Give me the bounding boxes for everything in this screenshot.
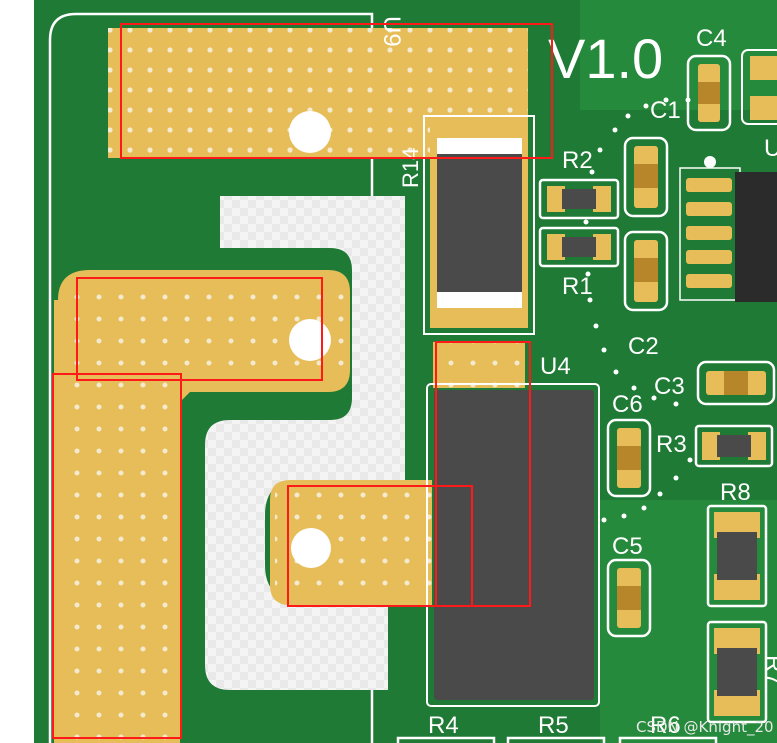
capacitor-c5: [606, 558, 652, 638]
label-r7: R7: [760, 655, 777, 686]
resistor-r2: [538, 178, 620, 220]
highlight-annotations: [52, 23, 553, 739]
board-outline: [48, 12, 374, 743]
highlight-box-upper-pad: [76, 277, 323, 381]
capacitor-c4-neighbor: [741, 49, 777, 125]
label-r8: R8: [720, 479, 751, 506]
label-r3: R3: [656, 431, 687, 458]
label-c2: C2: [628, 333, 659, 360]
label-c5: C5: [612, 533, 643, 560]
watermark: CSDN @Knight_20: [636, 718, 774, 737]
board-version-label: V1.0: [548, 27, 663, 90]
capacitor-c4: [686, 54, 732, 132]
highlight-box-left-column: [52, 373, 182, 739]
capacitor-c2: [623, 230, 669, 312]
ic-right-edge: [679, 156, 777, 302]
resistor-r14: [423, 115, 535, 335]
highlight-box-top: [120, 23, 553, 159]
label-c4: C4: [696, 25, 727, 52]
board-cutout: [205, 196, 405, 690]
resistor-r3: [694, 424, 774, 468]
highlight-box-middle-pad: [287, 485, 473, 607]
label-r2: R2: [562, 147, 593, 174]
label-c3: C3: [654, 373, 685, 400]
label-r14: R14: [398, 148, 423, 188]
resistor-r8: [706, 504, 768, 608]
label-r1: R1: [562, 273, 593, 300]
label-u-edge: U: [764, 135, 777, 162]
label-r4: R4: [428, 712, 459, 739]
ground-pour-zone: [580, 0, 777, 110]
label-c6: C6: [612, 391, 643, 418]
label-u4: U4: [540, 353, 571, 380]
label-c1: C1: [650, 97, 681, 124]
ic-u4: [426, 342, 600, 707]
capacitor-c3: [696, 360, 776, 406]
resistor-r1: [538, 226, 620, 268]
label-u9: U9: [378, 16, 405, 47]
copper-pad-top: [108, 28, 528, 158]
highlight-box-u4-pad: [435, 341, 531, 607]
capacitor-c6: [606, 418, 652, 498]
label-r5: R5: [538, 712, 569, 739]
label-r6: R6: [650, 712, 681, 739]
bottom-resistor-footprints: [396, 736, 718, 743]
resistor-r7: [706, 620, 768, 724]
capacitor-c1: [623, 136, 669, 218]
copper-pad-middle: [270, 480, 433, 605]
copper-pad-left-upper: [54, 270, 350, 743]
